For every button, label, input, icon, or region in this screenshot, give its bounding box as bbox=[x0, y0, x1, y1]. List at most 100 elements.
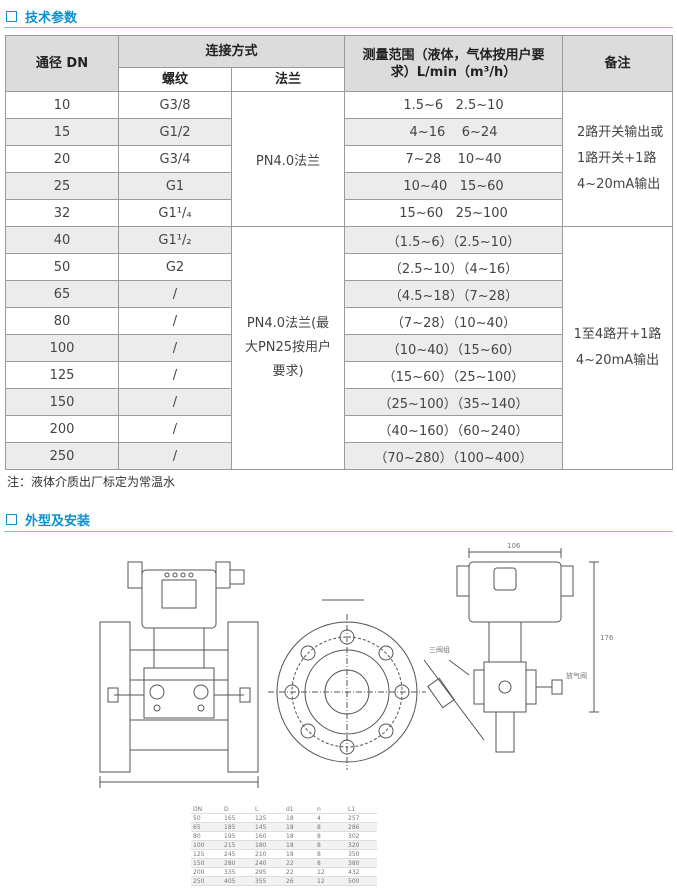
cell-dn: 80 bbox=[5, 307, 119, 335]
dim-cell: 8 bbox=[315, 831, 346, 841]
cell-dn: 100 bbox=[5, 334, 119, 362]
dim-cell: 500 bbox=[346, 876, 377, 886]
housing bbox=[141, 569, 217, 629]
cell-flange-group1: PN4.0法兰 bbox=[230, 91, 346, 227]
dim-cell: 210 bbox=[253, 849, 284, 859]
valve3-label: 三阀组 bbox=[429, 645, 450, 654]
cell-thread: G1/2 bbox=[118, 118, 232, 146]
dim-cell: 12 bbox=[315, 876, 346, 886]
cell-thread: / bbox=[118, 334, 232, 362]
cell-thread: / bbox=[118, 361, 232, 389]
dim-header: L bbox=[253, 805, 284, 814]
dim-header: n bbox=[315, 805, 346, 814]
dim-header: D bbox=[222, 805, 253, 814]
right-cap bbox=[215, 561, 231, 589]
dim-cell: 26 bbox=[284, 876, 315, 886]
cell-dn: 50 bbox=[5, 253, 119, 281]
dim-cell: 50 bbox=[191, 813, 222, 823]
cell-range: 15~60 25~100 bbox=[344, 199, 564, 227]
header-range: 测量范围（液体，气体按用户要求）L/min（m³/h） bbox=[344, 35, 564, 92]
cell-note-group2: 1至4路开+1路4~20mA输出 bbox=[562, 226, 674, 470]
cell-range: 1.5~6 2.5~10 bbox=[344, 91, 564, 119]
cell-thread: / bbox=[118, 415, 232, 443]
left-flange bbox=[99, 621, 131, 773]
cell-dn: 40 bbox=[5, 226, 119, 254]
dim-cell: 185 bbox=[222, 822, 253, 832]
installation-drawing: 106 176 三阀组 放气阀 bbox=[99, 542, 614, 788]
dim-cell: 215 bbox=[222, 840, 253, 850]
dim-cell: 320 bbox=[346, 840, 377, 850]
cell-thread: / bbox=[118, 307, 232, 335]
cell-range: 7~28 10~40 bbox=[344, 145, 564, 173]
dim-cell: 245 bbox=[222, 849, 253, 859]
display bbox=[161, 579, 197, 609]
cell-range: （25~100）（35~140） bbox=[344, 388, 564, 416]
dim-cell: 18 bbox=[284, 849, 315, 859]
cell-thread: G2 bbox=[118, 253, 232, 281]
cell-range: （7~28）（10~40） bbox=[344, 307, 564, 335]
dim-cell: 4 bbox=[315, 813, 346, 823]
dim-cell: 165 bbox=[222, 813, 253, 823]
neck bbox=[153, 627, 205, 669]
dim-cell: 380 bbox=[346, 858, 377, 868]
dim-cell: 150 bbox=[191, 858, 222, 868]
cable-gland bbox=[229, 569, 245, 585]
profile-housing bbox=[468, 561, 562, 623]
cell-dn: 200 bbox=[5, 415, 119, 443]
section-divider bbox=[4, 27, 673, 28]
vent-valve-label: 放气阀 bbox=[566, 671, 587, 680]
dim-cell: 125 bbox=[191, 849, 222, 859]
cell-dn: 150 bbox=[5, 388, 119, 416]
dim-right-label: 176 bbox=[600, 634, 614, 642]
square-icon bbox=[6, 514, 17, 525]
dim-cell: 80 bbox=[191, 831, 222, 841]
dim-cell: 125 bbox=[253, 813, 284, 823]
dim-cell: 250 bbox=[191, 876, 222, 886]
cell-note-group1: 2路开关输出或1路开关+1路4~20mA输出 bbox=[562, 91, 674, 227]
header-connection: 连接方式 bbox=[117, 35, 346, 68]
dim-cell: 295 bbox=[253, 867, 284, 877]
cell-range: （10~40）（15~60） bbox=[344, 334, 564, 362]
section-title-specs: 技术参数 bbox=[6, 7, 77, 26]
spec-table: 通径 DN 连接方式 测量范围（液体，气体按用户要求）L/min（m³/h） 备… bbox=[5, 35, 674, 470]
cell-thread: G1 bbox=[118, 172, 232, 200]
header-thread: 螺纹 bbox=[118, 67, 232, 92]
cell-dn: 20 bbox=[5, 145, 119, 173]
cell-flange-group2: PN4.0法兰(最大PN25按用户要求) bbox=[230, 226, 346, 470]
cell-thread: G3/4 bbox=[118, 145, 232, 173]
dim-cell: 8 bbox=[315, 858, 346, 868]
cell-range: 10~40 15~60 bbox=[344, 172, 564, 200]
front-view bbox=[268, 599, 426, 770]
dim-cell: 355 bbox=[253, 876, 284, 886]
cell-thread: / bbox=[118, 442, 232, 470]
dim-cell: 8 bbox=[315, 840, 346, 850]
right-flange bbox=[227, 621, 259, 773]
footnote: 注：液体介质出厂标定为常温水 bbox=[7, 475, 176, 489]
cell-range: （1.5~6）（2.5~10） bbox=[344, 226, 564, 254]
section-title-text: 外型及安装 bbox=[25, 514, 91, 529]
cell-dn: 15 bbox=[5, 118, 119, 146]
profile-view bbox=[423, 548, 599, 753]
dim-cell: 18 bbox=[284, 822, 315, 832]
dim-cell: 302 bbox=[346, 831, 377, 841]
cell-thread: G3/8 bbox=[118, 91, 232, 119]
cell-range: 4~16 6~24 bbox=[344, 118, 564, 146]
cell-dn: 65 bbox=[5, 280, 119, 308]
dim-cell: 350 bbox=[346, 849, 377, 859]
dim-cell: 280 bbox=[222, 858, 253, 868]
dim-cell: 65 bbox=[191, 822, 222, 832]
header-flange: 法兰 bbox=[230, 67, 346, 92]
dim-cell: 405 bbox=[222, 876, 253, 886]
cell-thread: G1¹/₄ bbox=[118, 199, 232, 227]
cell-thread: / bbox=[118, 280, 232, 308]
dim-cell: 18 bbox=[284, 831, 315, 841]
dim-cell: 100 bbox=[191, 840, 222, 850]
